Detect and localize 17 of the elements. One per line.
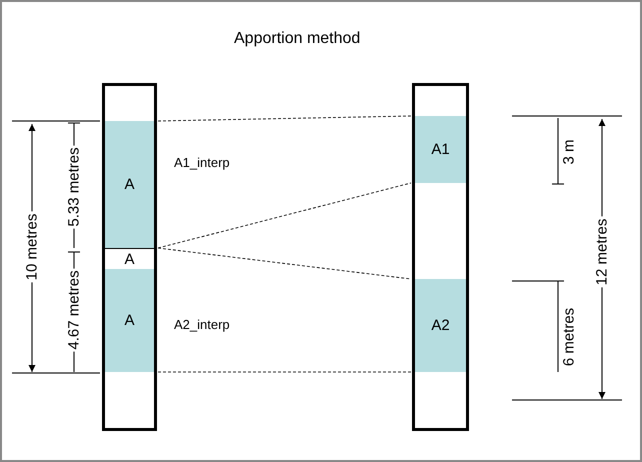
dashed-connector (158, 182, 412, 248)
interpolated-label: A1_interp (174, 155, 230, 170)
diagram-title: Apportion method (234, 30, 360, 48)
column-bar (102, 83, 157, 431)
segment-label: A2 (431, 317, 450, 334)
segment-label: A (124, 250, 134, 268)
segment-label: A (124, 312, 134, 329)
shaded-segment (105, 121, 154, 248)
shaded-segment (105, 269, 154, 372)
shaded-segment (415, 279, 466, 372)
dashed-connector (158, 116, 412, 122)
column-bar (412, 83, 469, 431)
interpolated-label: A2_interp (174, 317, 230, 332)
dashed-connector (158, 248, 412, 280)
segment-label: A1 (431, 141, 450, 158)
shaded-segment (415, 116, 466, 183)
segment-label: A (124, 176, 134, 193)
